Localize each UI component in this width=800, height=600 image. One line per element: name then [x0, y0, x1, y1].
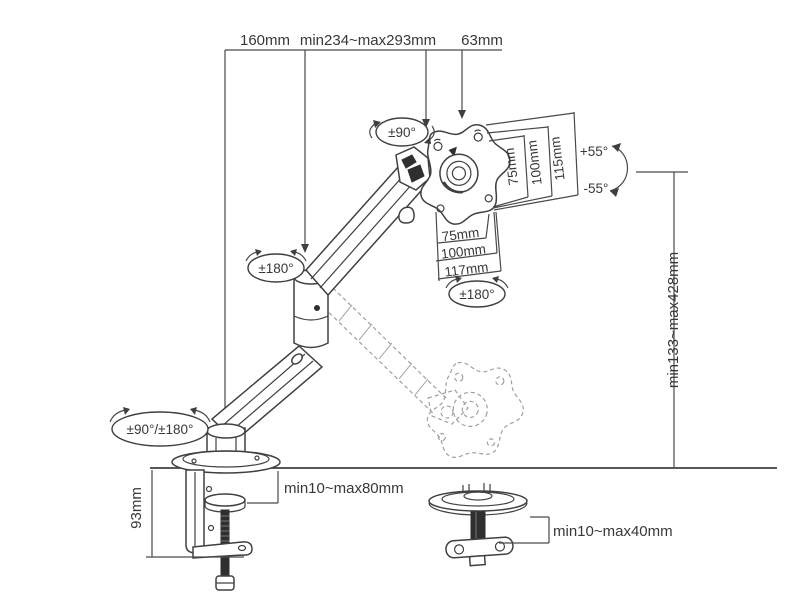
tilt-down-label: -55° [584, 181, 609, 196]
head-offset-label: 63mm [461, 32, 503, 49]
vesa-swivel-callout: ±180° [445, 276, 509, 308]
clamp-height-dimension [146, 470, 244, 558]
grommet-range-dimension [499, 516, 550, 544]
arm-extension-label: min234~max293mm [300, 32, 436, 49]
vesa-pivot-label: ±90° [388, 125, 416, 140]
vesa-height-100-label: 100mm [524, 139, 544, 186]
vesa-width-75-label: 75mm [441, 225, 480, 244]
vesa-bottom-dimension-stack [435, 211, 502, 282]
upper-arm [304, 155, 431, 297]
vesa-height-75-label: 75mm [502, 147, 521, 186]
top-offset-label: 160mm [240, 32, 290, 49]
elbow-swivel-callout: ±180° [245, 249, 307, 283]
vesa-width-100-label: 100mm [440, 241, 487, 261]
vesa-plate [420, 124, 511, 225]
grommet-stem [470, 511, 486, 543]
cable-clip [398, 206, 415, 224]
grommet-mount [428, 483, 528, 567]
height-range-label: min133~max428mm [665, 252, 682, 388]
clamp-body-height-label: 93mm [128, 487, 145, 529]
vesa-height-115-label: 115mm [547, 136, 567, 182]
ghost-vesa-plate [426, 361, 524, 458]
base-pedestal [171, 423, 281, 474]
vesa-side-dimension-fan [485, 111, 579, 211]
base-swivel-label: ±90°/±180° [127, 422, 194, 437]
tilt-up-label: +55° [580, 144, 608, 159]
top-dimension-lines [224, 49, 502, 408]
elbow-swivel-label: ±180° [258, 261, 293, 276]
height-dimension-line [636, 171, 688, 469]
base-swivel-callout: ±90°/±180° [109, 407, 211, 447]
dimension-labels: 160mm min234~max293mm 63mm 75mm 100mm 11… [128, 32, 682, 540]
grommet-range-label: min10~max40mm [553, 523, 673, 540]
clamp-lower-jaw [192, 541, 253, 559]
vesa-width-117-label: 117mm [444, 259, 490, 279]
vesa-swivel-label: ±180° [459, 287, 494, 302]
clamp-range-dimension [247, 471, 279, 504]
vesa-pivot-callout: ±90° [369, 117, 435, 147]
arm-assembly [210, 124, 511, 443]
clamp-pad [204, 493, 246, 507]
tilt-arc [609, 143, 628, 197]
clamp-range-label: min10~max80mm [284, 480, 404, 497]
ghost-arm [318, 287, 469, 425]
desk-clamp [185, 469, 253, 591]
